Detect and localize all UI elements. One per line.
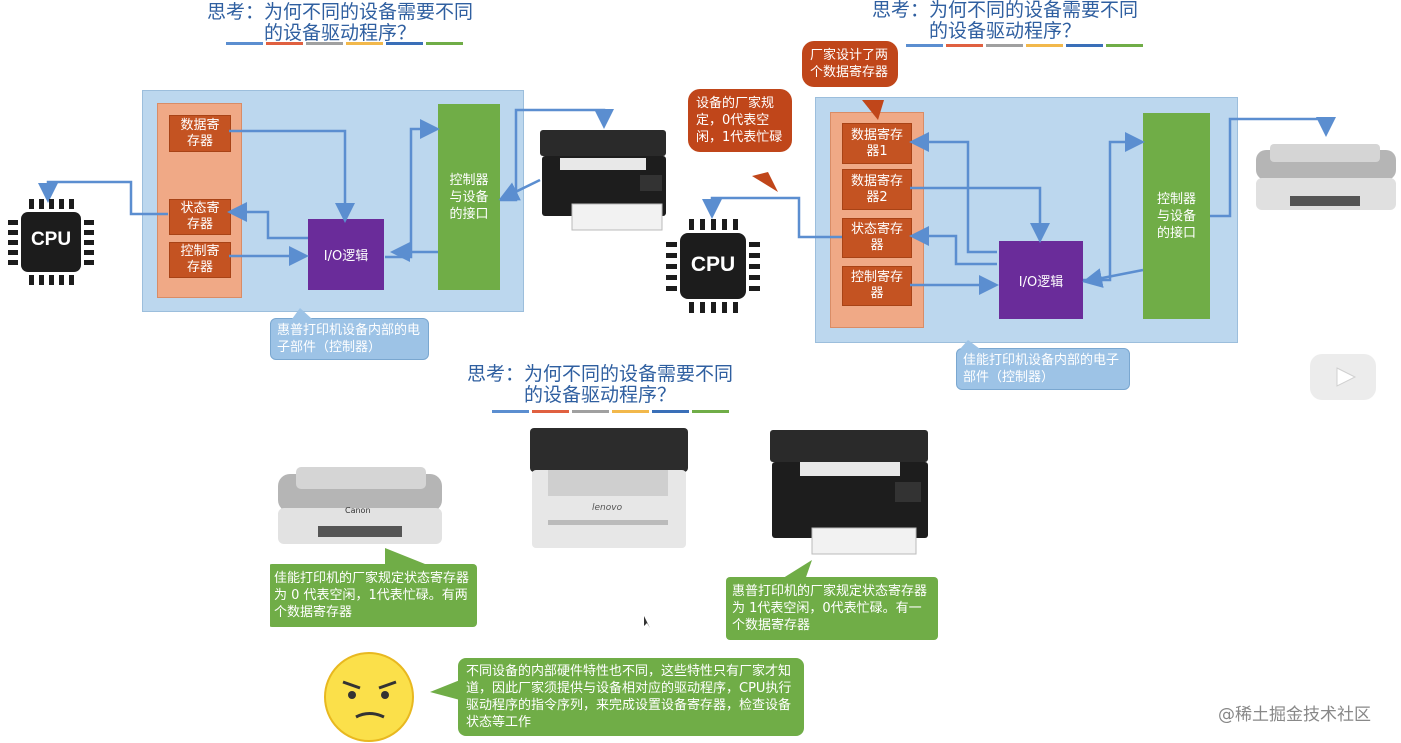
stripe [692,410,729,413]
stripe [1026,44,1063,47]
stripe [426,42,463,45]
cpu-label-right: CPU [690,253,736,276]
title-stripes [906,44,1143,47]
hp-printer-image [540,130,666,231]
hp-controller-callout: 惠普打印机设备内部的电子部件（控制器） [270,318,429,360]
summary-pointer [430,680,460,700]
stripe [1066,44,1103,47]
two-data-registers-callout: 厂家设计了两个数据寄存器 [802,41,898,87]
canon-note-pointer [385,548,430,568]
canon-brand-label: Canon [345,506,371,515]
io-logic: I/O逻辑 [999,241,1083,319]
lenovo-printer-image [530,428,688,548]
data-register-1: 数据寄存器1 [842,123,912,164]
stripe [946,44,983,47]
lenovo-brand-label: lenovo [592,503,623,513]
panel-printer-comparison: 思考：为何不同的设备需要不同 的设备驱动程序？ 佳能打印机的厂家规定状态寄存器为… [270,362,943,743]
thinking-face-icon [324,652,414,742]
canon-note: 佳能打印机的厂家规定状态寄存器为 0 代表空闲，1代表忙碌。有两个数据寄存器 [270,564,477,627]
left-panel-arrows [38,108,614,266]
red-left-pointer [752,172,778,192]
cpu-chip-right [666,219,760,313]
canon-controller-callout: 佳能打印机设备内部的电子部件（控制器） [956,348,1130,390]
stripe [532,410,569,413]
title-stripes [226,42,463,45]
stripe [906,44,943,47]
stripe [492,410,529,413]
data-register: 数据寄存器 [169,115,231,152]
panel-hp-controller: 思考：为何不同的设备需要不同 的设备驱动程序？ 数据寄存器 状态寄存器 控制寄存… [0,0,668,362]
stripe [986,44,1023,47]
red-top-pointer [862,100,884,120]
stripe [266,42,303,45]
panel-right-title: 思考：为何不同的设备需要不同 的设备驱动程序？ [871,0,1138,42]
stripe [386,42,423,45]
summary-note: 不同设备的内部硬件特性也不同，这些特性只有厂家才知道，因此厂家须提供与设备相对应… [458,658,804,736]
canon-printer-image [1256,144,1396,210]
data-register-2: 数据寄存器2 [842,169,912,210]
hp-note: 惠普打印机的厂家规定状态寄存器为 1代表空闲，0代表忙碌。有一个数据寄存器 [726,577,938,640]
stripe [306,42,343,45]
canon-callout-pointer [960,340,980,349]
cpu-chip-left [8,199,94,285]
io-logic: I/O逻辑 [308,219,384,290]
controller-device-interface: 控制器与设备的接口 [1143,113,1210,319]
control-register: 控制寄存器 [169,242,231,278]
control-register: 控制寄存器 [842,266,912,306]
stripe [652,410,689,413]
stripe [1106,44,1143,47]
hp-note-pointer [780,560,812,580]
canon-printer-image-bottom [278,467,442,544]
stripe [346,42,383,45]
stripe [612,410,649,413]
right-panel-arrows [702,117,1336,295]
status-rule-callout: 设备的厂家规定，0代表空闲，1代表忙碌 [688,89,792,152]
site-watermark: @稀土掘金技术社区 [1218,705,1371,725]
panel-left-title: 思考：为何不同的设备需要不同 的设备驱动程序？ [206,1,473,44]
title-stripes [492,410,729,413]
stripe [226,42,263,45]
mouse-cursor-icon [644,616,650,628]
play-button[interactable] [1310,354,1376,400]
controller-device-interface: 控制器与设备的接口 [438,104,500,290]
hp-callout-pointer [292,308,312,319]
status-register: 状态寄存器 [842,218,912,258]
cpu-label-left: CPU [30,229,72,250]
hp-printer-image-bottom [770,430,928,555]
panel-canon-controller: 思考：为何不同的设备需要不同 的设备驱动程序？ 数据寄存器1 数据寄存器2 状态… [670,0,1401,400]
status-register: 状态寄存器 [169,199,231,235]
stripe [572,410,609,413]
panel-bottom-title: 思考：为何不同的设备需要不同 的设备驱动程序？ [466,363,733,406]
play-icon [1336,367,1357,387]
